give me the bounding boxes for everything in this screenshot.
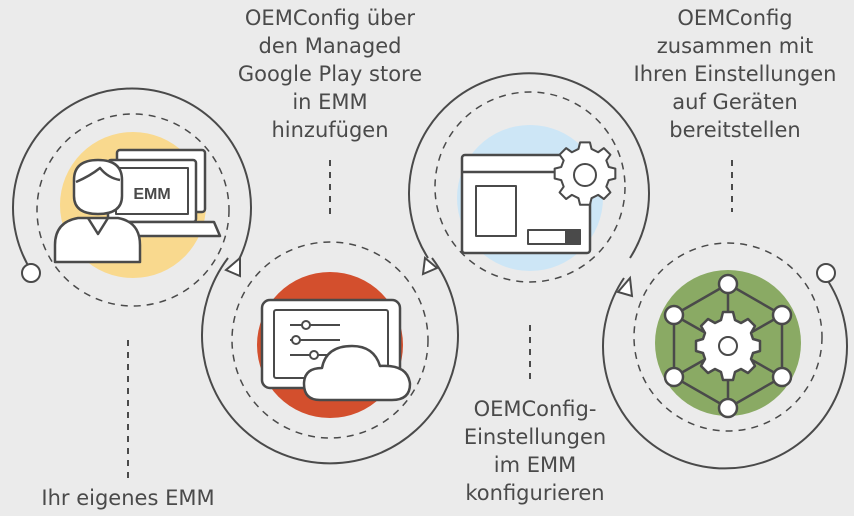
- label-line: im EMM: [493, 453, 577, 477]
- step-add-ring: [201, 241, 459, 465]
- label-line: zusammen mit: [656, 34, 814, 58]
- label-line: OEMConfig über: [244, 6, 416, 30]
- settings-window-icon: [460, 141, 617, 255]
- label-line: konfigurieren: [465, 481, 605, 505]
- label-line: auf Geräten: [672, 90, 798, 114]
- end-node-icon: [816, 263, 836, 283]
- arrow-icon: [224, 255, 241, 278]
- step-configure-label: OEMConfig- Einstellungen im EMM konfigur…: [440, 395, 630, 507]
- step-emm-ring: [12, 87, 252, 307]
- step-add-label: OEMConfig über den Managed Google Play s…: [225, 4, 435, 144]
- arrow-icon: [616, 275, 634, 298]
- step-deploy-label: OEMConfig zusammen mit Ihren Einstellung…: [620, 4, 850, 144]
- label-line: Ihr eigenes EMM: [41, 486, 215, 510]
- label-line: Einstellungen: [463, 425, 607, 449]
- start-node-icon: [21, 263, 41, 283]
- step-configure-ring: [408, 72, 650, 283]
- label-line: hinzufügen: [271, 118, 389, 142]
- emm-screen-label: EMM: [133, 186, 170, 203]
- network-gear-icon: [663, 273, 793, 419]
- person-laptop-icon: [53, 148, 222, 264]
- label-line: Google Play store: [237, 62, 423, 86]
- label-line: OEMConfig-: [473, 397, 597, 421]
- label-line: bereitstellen: [669, 118, 801, 142]
- tablet-cloud-icon: [260, 298, 412, 402]
- label-line: den Managed: [258, 34, 402, 58]
- label-line: in EMM: [292, 90, 368, 114]
- step-emm-label: Ihr eigenes EMM: [28, 484, 228, 512]
- step-deploy-ring: [602, 242, 848, 470]
- label-line: Ihren Einstellungen: [633, 62, 837, 86]
- arrow-icon: [421, 256, 439, 276]
- label-line: OEMConfig: [677, 6, 793, 30]
